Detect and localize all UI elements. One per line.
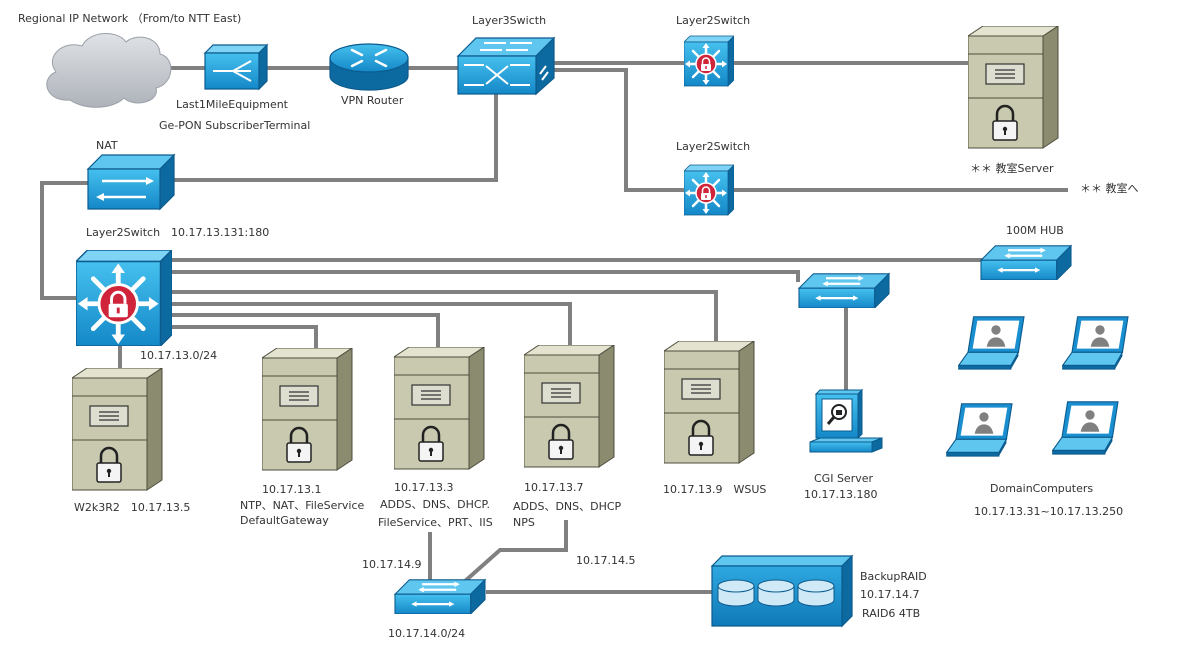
server-1-role-label: NTP、NAT、FileService [240,499,364,512]
server-wsus-icon [664,341,756,465]
regional-ip-network-label: Regional IP Network （From/to NTT East) [18,12,241,25]
domain-range-label: 10.17.13.31~10.17.13.250 [974,505,1123,518]
link-l3-nat [172,92,498,182]
backup-raid-icon [710,554,854,628]
domain-computers-label: DomainComputers [990,482,1093,495]
link-l2main-wsus [172,290,718,348]
layer3-switch-icon [456,36,556,96]
laptop-icon [1062,316,1129,370]
link-nat-l2main [40,181,90,300]
link-l2main-cgiswitch [172,270,800,282]
server-w2k3r2-icon [72,368,164,492]
server-7-ip-label: 10.17.13.7 [524,481,583,494]
cloud-icon [46,33,172,108]
link-srv7-backupswitch [462,520,568,584]
cgi-switch-icon [798,272,890,308]
layer2-switch-mid-label: Layer2Switch [676,140,750,153]
backup-raid-size-label: RAID6 4TB [862,607,920,620]
links [40,61,1068,594]
server-1-gateway-label: DefaultGateway [240,514,329,527]
laptop-icon [946,403,1013,457]
vpn-router-icon [329,43,409,91]
classroom-link-label: ＊＊ 教室へ [1080,181,1139,195]
last-mile-equipment-icon [203,43,269,91]
layer2-switch-mid-icon [684,164,734,216]
w2k3r2-label: W2k3R2 10.17.13.5 [74,501,190,514]
laptop-icon [1052,401,1119,455]
cgi-server-label: CGI Server [814,472,873,485]
layer2-switch-main-icon [76,250,172,346]
nat-icon [86,153,176,211]
layer2-switch-main-label: Layer2Switch 10.17.13.131:180 [86,226,269,239]
ip-14-5-label: 10.17.14.5 [576,554,635,567]
server-10-17-13-3-icon [394,347,486,471]
layer3-switch-label: Layer3Swicth [472,14,546,27]
server-3-ip-label: 10.17.13.3 [394,481,453,494]
hub-100m-label: 100M HUB [1006,224,1064,237]
cgi-server-ip-label: 10.17.13.180 [804,488,877,501]
subnet-14-label: 10.17.14.0/24 [388,627,465,640]
link-l2main-srv7 [172,302,572,355]
laptop-icon [958,316,1025,370]
nat-label: NAT [96,139,118,152]
server-7-role1-label: ADDS、DNS、DHCP [513,500,622,513]
vpn-router-label: VPN Router [341,94,404,107]
server-10-17-13-1-icon [262,348,354,472]
layer2-switch-top-icon [684,35,734,87]
subnet-13-label: 10.17.13.0/24 [140,349,217,362]
layer2-switch-top-label: Layer2Switch [676,14,750,27]
backup-switch-icon [394,578,486,614]
backup-raid-label: BackupRAID [860,570,927,583]
link-l2main-srv3 [172,313,440,355]
backup-raid-ip-label: 10.17.14.7 [860,588,919,601]
server-3-role2-label: FileService、PRT、IIS [378,516,493,529]
cgi-server-icon [809,388,883,453]
server-1-ip-label: 10.17.13.1 [262,483,321,496]
server-7-role2-label: NPS [513,516,535,529]
classroom-server-icon [968,26,1060,150]
server-10-17-13-7-icon [524,345,616,469]
hub-100m-icon [980,244,1072,280]
ip-14-9-label: 10.17.14.9 [362,558,421,571]
ge-pon-label: Ge-PON SubscriberTerminal [159,119,310,132]
server-3-role1-label: ADDS、DNS、DHCP. [380,498,490,511]
last-mile-equipment-label: Last1MileEquipment [176,98,289,111]
classroom-server-label: ＊＊ 教室Server [970,161,1054,175]
link-l3-l2mid [552,68,684,192]
wsus-label: 10.17.13.9 WSUS [663,483,766,496]
